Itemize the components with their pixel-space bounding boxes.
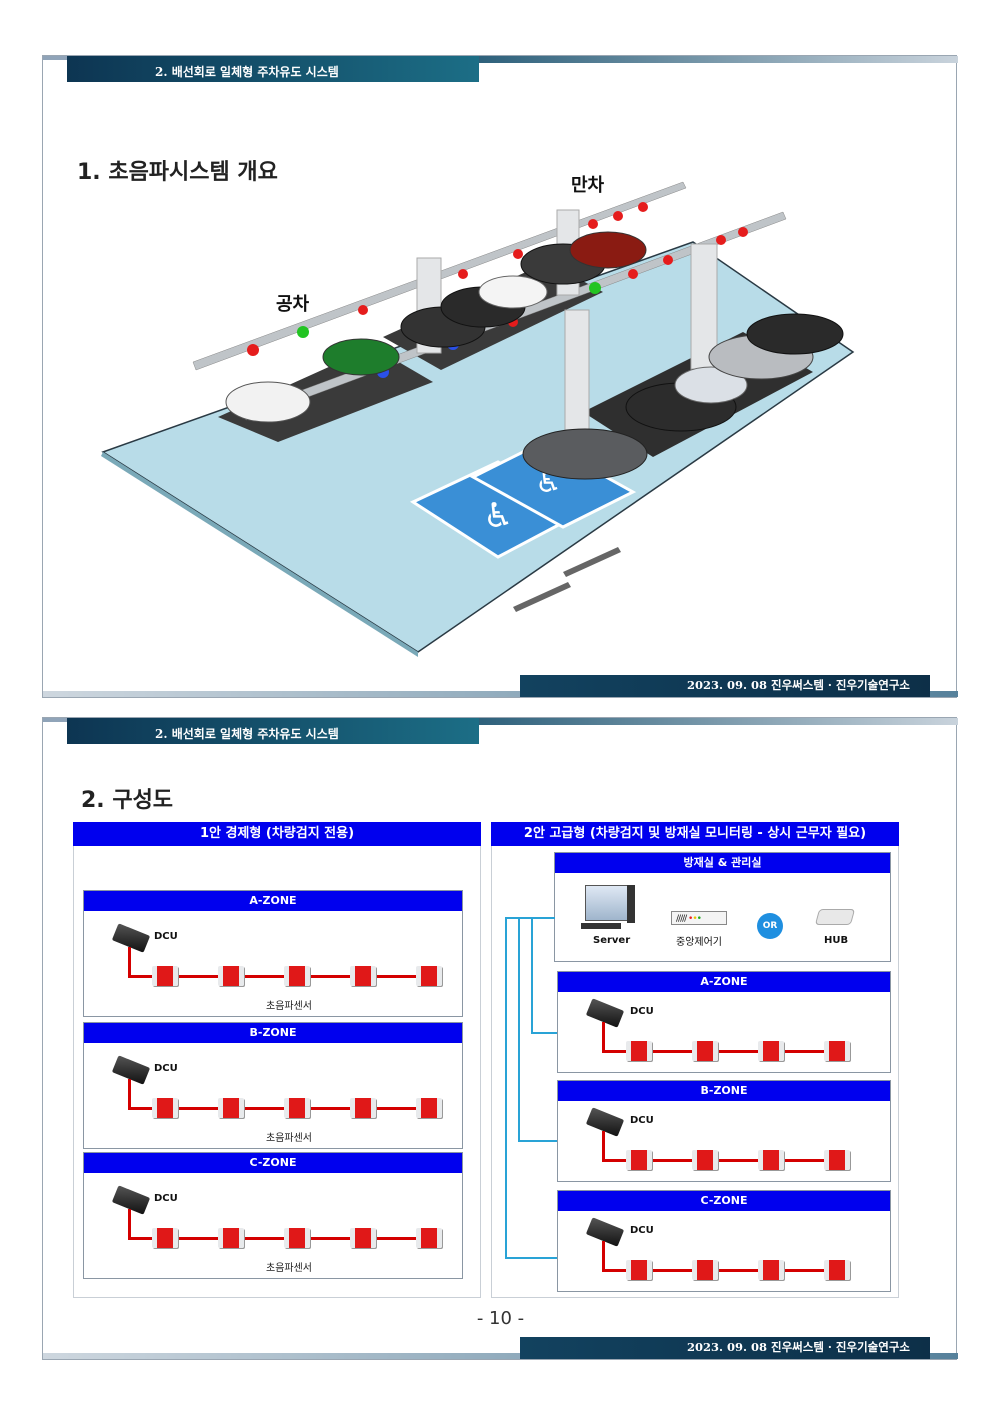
sensor-icon xyxy=(626,1041,652,1061)
header-title: 2. 배선회로 일체형 주차유도 시스템 xyxy=(155,65,339,79)
footer-band: 2023. 09. 08 진우써스템 · 진우기술연구소 xyxy=(43,1337,958,1359)
sensor-icon xyxy=(284,966,310,986)
dcu-label: DCU xyxy=(154,931,178,942)
header-title: 2. 배선회로 일체형 주차유도 시스템 xyxy=(155,727,339,741)
sensor-icon xyxy=(824,1150,850,1170)
sensor-icon xyxy=(824,1041,850,1061)
zone-title: A-ZONE xyxy=(558,972,890,992)
plan2-zone-a: A-ZONE DCU xyxy=(557,971,891,1073)
plan2-zone-b: B-ZONE DCU xyxy=(557,1080,891,1182)
sensor-icon xyxy=(626,1260,652,1280)
server-icon xyxy=(585,885,629,921)
dcu-label: DCU xyxy=(154,1193,178,1204)
dcu-icon xyxy=(585,1217,625,1247)
dcu-icon xyxy=(585,1107,625,1137)
sensor-icon xyxy=(626,1150,652,1170)
header-band: 2. 배선회로 일체형 주차유도 시스템 xyxy=(43,718,958,744)
sensor-icon xyxy=(824,1260,850,1280)
dcu-label: DCU xyxy=(154,1063,178,1074)
controller-label: 중앙제어기 xyxy=(676,937,722,948)
slide-diagram: 2. 배선회로 일체형 주차유도 시스템 2. 구성도 1안 경제형 (차량검지… xyxy=(42,717,958,1360)
plan1-zone-a: A-ZONE DCU 초음파센서 xyxy=(83,890,463,1017)
sensor-icon xyxy=(416,1228,442,1248)
plan2-zone-c: C-ZONE DCU xyxy=(557,1190,891,1292)
sensor-icon xyxy=(284,1228,310,1248)
control-room-title: 방재실 & 관리실 xyxy=(555,853,890,873)
zone-title: C-ZONE xyxy=(84,1153,462,1173)
zone-title: B-ZONE xyxy=(84,1023,462,1043)
label-empty: 공차 xyxy=(276,294,310,315)
label-full: 만차 xyxy=(571,175,605,196)
dcu-label: DCU xyxy=(630,1115,654,1126)
dcu-icon xyxy=(111,1055,151,1085)
control-room: 방재실 & 관리실 Server ///// ••• 중앙제어기 OR HUB xyxy=(554,852,891,962)
sensor-icon xyxy=(692,1041,718,1061)
sensor-label: 초음파센서 xyxy=(266,1133,312,1144)
sensor-icon xyxy=(218,1098,244,1118)
parking-illustration: ♿ ♿ xyxy=(101,181,855,657)
sensor-label: 초음파센서 xyxy=(266,1001,312,1012)
zone-title: B-ZONE xyxy=(558,1081,890,1101)
header-band: 2. 배선회로 일체형 주차유도 시스템 xyxy=(43,56,958,82)
or-badge: OR xyxy=(757,913,783,939)
hub-icon xyxy=(814,909,856,925)
sensor-icon xyxy=(284,1098,310,1118)
server-label: Server xyxy=(593,935,631,946)
sensor-icon xyxy=(416,966,442,986)
sensor-icon xyxy=(692,1150,718,1170)
slide-overview: 2. 배선회로 일체형 주차유도 시스템 1. 초음파시스템 개요 ♿ ♿ xyxy=(42,55,958,698)
sensor-icon xyxy=(218,966,244,986)
section-title: 1. 초음파시스템 개요 xyxy=(77,160,278,185)
plan1-title: 1안 경제형 (차량검지 전용) xyxy=(73,822,481,846)
zone-title: C-ZONE xyxy=(558,1191,890,1211)
sensor-icon xyxy=(758,1260,784,1280)
dcu-icon xyxy=(111,1185,151,1215)
sensor-icon xyxy=(350,1228,376,1248)
footer-text: 2023. 09. 08 진우써스템 · 진우기술연구소 xyxy=(686,678,910,692)
hub-label: HUB xyxy=(824,935,849,946)
sensor-icon xyxy=(692,1260,718,1280)
sensor-icon xyxy=(152,966,178,986)
section-title: 2. 구성도 xyxy=(81,788,174,813)
sensor-icon xyxy=(416,1098,442,1118)
page-number: - 10 - xyxy=(476,1308,525,1329)
footer-text: 2023. 09. 08 진우써스템 · 진우기술연구소 xyxy=(686,1340,910,1354)
zone-title: A-ZONE xyxy=(84,891,462,911)
sensor-icon xyxy=(218,1228,244,1248)
sensor-icon xyxy=(152,1228,178,1248)
sensor-icon xyxy=(758,1041,784,1061)
sensor-icon xyxy=(758,1150,784,1170)
svg-text:♿: ♿ xyxy=(483,496,513,536)
sensor-icon xyxy=(350,966,376,986)
controller-icon: ///// ••• xyxy=(671,911,727,925)
dcu-label: DCU xyxy=(630,1006,654,1017)
dcu-icon xyxy=(585,998,625,1028)
dcu-label: DCU xyxy=(630,1225,654,1236)
sensor-icon xyxy=(152,1098,178,1118)
dcu-icon xyxy=(111,923,151,953)
sensor-label: 초음파센서 xyxy=(266,1263,312,1274)
footer-band: 2023. 09. 08 진우써스템 · 진우기술연구소 xyxy=(43,675,958,697)
plan1-zone-c: C-ZONE DCU 초음파센서 xyxy=(83,1152,463,1279)
sensor-icon xyxy=(350,1098,376,1118)
plan2-title: 2안 고급형 (차량검지 및 방재실 모니터링 - 상시 근무자 필요) xyxy=(491,822,899,846)
plan1-zone-b: B-ZONE DCU 초음파센서 xyxy=(83,1022,463,1149)
